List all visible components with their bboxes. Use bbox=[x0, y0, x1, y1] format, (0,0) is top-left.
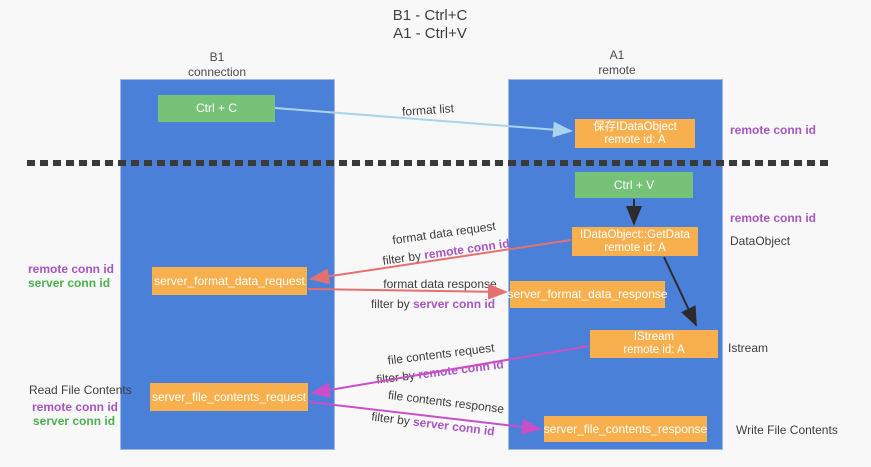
server-format-data-request-box: server_format_data_request bbox=[152, 267, 307, 295]
column-b1-role: connection bbox=[187, 65, 247, 79]
flow-label-format-data-response: format data response bbox=[383, 277, 497, 291]
filter-by-text: filter by bbox=[370, 409, 411, 429]
filter-by-text: filter by bbox=[375, 368, 416, 387]
copy-paste-divider-line bbox=[27, 160, 830, 166]
filter-by-text: filter by bbox=[381, 248, 422, 268]
ctrl-c-box: Ctrl + C bbox=[158, 95, 275, 122]
getdata-line2: remote id: A bbox=[604, 241, 666, 254]
ctrl-c-label: Ctrl + C bbox=[195, 101, 237, 115]
filter-by-text: filter by bbox=[370, 297, 410, 311]
column-header-b1: B1 connection bbox=[157, 50, 277, 80]
istream-box: IStream remote id: A bbox=[590, 330, 718, 358]
flow-label-filter-format-response: filter by server conn id bbox=[371, 297, 495, 311]
save-idataobject-line2: remote id: A bbox=[604, 133, 666, 146]
left-server-conn-id-label: server conn id bbox=[28, 276, 111, 290]
server-format-data-response-box: server_format_data_response bbox=[507, 281, 668, 308]
server-format-data-request-label: server_format_data_request bbox=[154, 273, 305, 288]
save-idataobject-box: 保存IDataObject remote id: A bbox=[575, 119, 695, 148]
title-line-1: B1 - Ctrl+C bbox=[392, 7, 468, 24]
server-format-data-response-label: server_format_data_response bbox=[507, 287, 668, 301]
left-remote-conn-id-label-2: remote conn id bbox=[32, 400, 119, 414]
idataobject-getdata-box: IDataObject::GetData remote id: A bbox=[572, 227, 698, 256]
istream-line2: remote id: A bbox=[623, 344, 685, 356]
left-remote-conn-id-label: remote conn id bbox=[28, 262, 115, 276]
ctrl-v-box: Ctrl + V bbox=[575, 172, 693, 198]
column-header-a1: A1 remote bbox=[557, 48, 677, 78]
right-remote-conn-id-label-mid: remote conn id bbox=[730, 211, 817, 225]
server-file-contents-request-box: server_file_contents_request bbox=[150, 383, 308, 411]
save-idataobject-line1: 保存IDataObject bbox=[593, 120, 677, 133]
right-remote-conn-id-label-top: remote conn id bbox=[730, 123, 817, 137]
flow-label-filter-file-response: filter by server conn id bbox=[371, 409, 496, 438]
ctrl-v-label: Ctrl + V bbox=[613, 177, 655, 192]
server-conn-id-highlight: server conn id bbox=[413, 297, 496, 311]
diagram-title: B1 - Ctrl+C A1 - Ctrl+V bbox=[330, 7, 530, 43]
server-file-contents-response-label: server_file_contents_response bbox=[543, 421, 708, 436]
server-file-contents-response-box: server_file_contents_response bbox=[544, 416, 707, 442]
column-b1-name: B1 bbox=[209, 50, 225, 64]
server-file-contents-request-label: server_file_contents_request bbox=[151, 389, 307, 404]
istream-line1: IStream bbox=[633, 331, 675, 343]
left-server-conn-id-label-2: server conn id bbox=[33, 414, 116, 428]
flow-label-file-contents-response: file contents response bbox=[387, 387, 505, 417]
column-a1-name: A1 bbox=[609, 48, 625, 62]
write-file-contents-label: Write File Contents bbox=[736, 423, 838, 437]
server-conn-id-highlight: server conn id bbox=[412, 414, 496, 439]
column-a1-role: remote bbox=[598, 63, 636, 77]
flow-label-format-list: format list bbox=[401, 101, 455, 119]
istream-label: Istream bbox=[728, 341, 769, 355]
getdata-line1: IDataObject::GetData bbox=[580, 228, 690, 241]
dataobject-label: DataObject bbox=[730, 234, 791, 248]
read-file-contents-label: Read File Contents bbox=[29, 383, 132, 397]
title-line-2: A1 - Ctrl+V bbox=[393, 25, 467, 42]
